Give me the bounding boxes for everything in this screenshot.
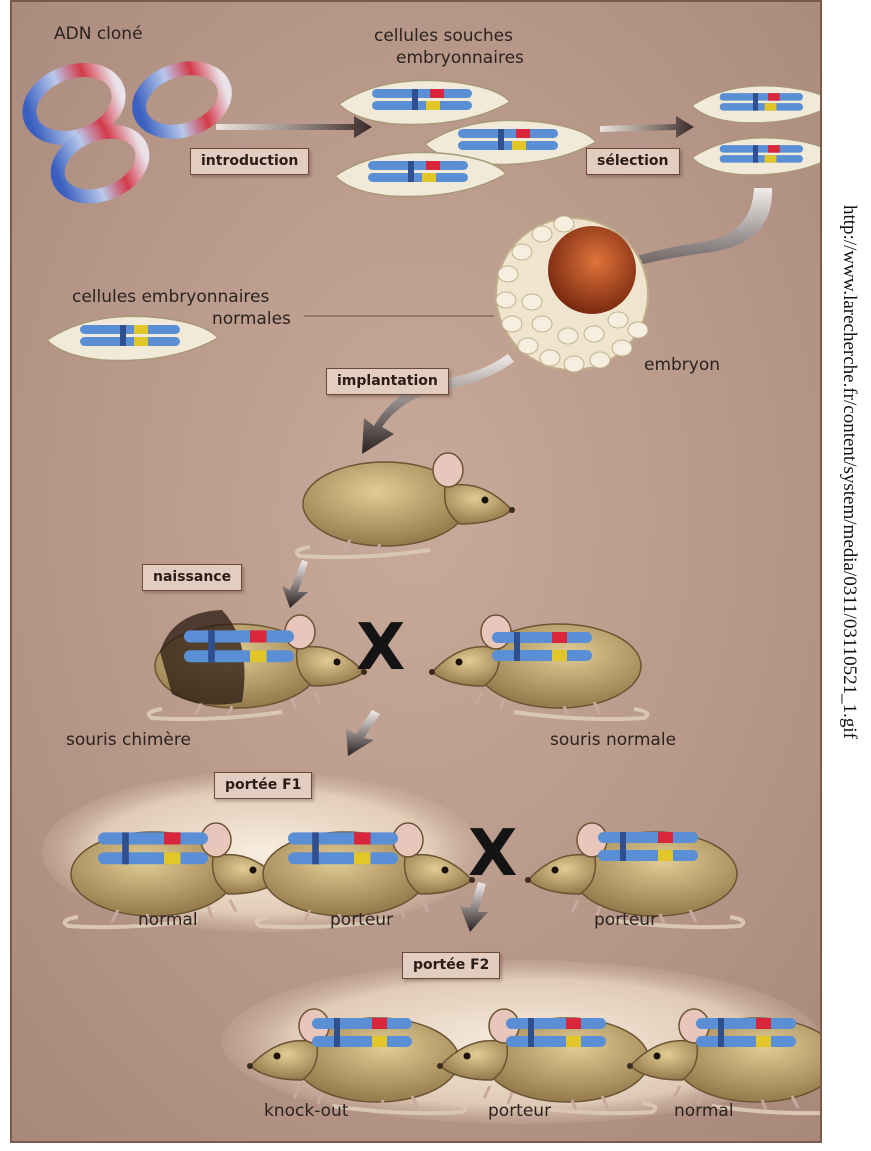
label-cellules-normales: normales xyxy=(212,311,291,328)
label-cellules-souches: cellules souches xyxy=(374,28,513,45)
label-f2-knockout: knock-out xyxy=(264,1103,349,1120)
source-url: http://www.larecherche.fr/content/system… xyxy=(838,205,860,739)
label-cellules-embryonnaires: cellules embryonnaires xyxy=(72,289,269,306)
step-portee-f1: portée F1 xyxy=(214,772,312,799)
label-cellules-souches-embryonnaires: embryonnaires xyxy=(396,50,524,67)
embryo xyxy=(496,216,648,372)
label-f1-porteur: porteur xyxy=(330,912,393,929)
label-f1-porteur-2: porteur xyxy=(594,912,657,929)
label-f2-normal: normal xyxy=(674,1103,734,1120)
cross-symbol-1: X xyxy=(356,616,405,680)
diagram-frame: ADN cloné cellules souches embryonnaires… xyxy=(10,0,822,1143)
step-portee-f2: portée F2 xyxy=(402,952,500,979)
label-embryon: embryon xyxy=(644,357,720,374)
label-souris-chimere: souris chimère xyxy=(66,732,191,749)
label-adn-clone: ADN cloné xyxy=(54,26,143,43)
step-naissance: naissance xyxy=(142,564,242,591)
step-introduction: introduction xyxy=(190,148,309,175)
label-f2-porteur: porteur xyxy=(488,1103,551,1120)
step-implantation: implantation xyxy=(326,368,449,395)
cross-symbol-2: X xyxy=(468,822,517,886)
label-f1-normal: normal xyxy=(138,912,198,929)
label-souris-normale: souris normale xyxy=(550,732,676,749)
step-selection: sélection xyxy=(586,148,680,175)
